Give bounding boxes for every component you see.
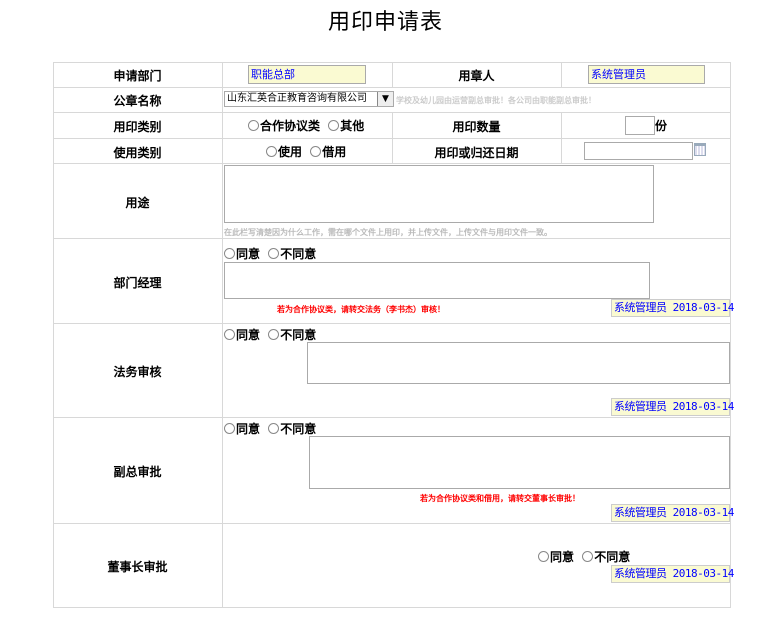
radio-icon	[582, 551, 594, 562]
legal-approve-radio[interactable]: 同意	[224, 328, 260, 342]
count-unit: 份	[655, 119, 668, 133]
radio-icon	[538, 551, 549, 562]
manager-signature: 系统管理员 2018-03-14	[611, 299, 734, 317]
dept-field[interactable]: 职能总部	[248, 65, 366, 84]
vp-comment-textarea[interactable]	[309, 436, 730, 489]
manager-hint: 若为合作协议类，请转交法务（李书杰）审核！	[277, 305, 445, 314]
radio-icon	[268, 423, 280, 434]
radio-icon	[266, 146, 277, 157]
date-label: 用印或归还日期	[434, 146, 519, 160]
vp-approve-radio[interactable]: 同意	[224, 422, 260, 436]
company-hint: 学校及幼儿园由运营副总审批！各公司由职能副总审批！	[396, 96, 596, 105]
seal-type-radio-contract[interactable]: 合作协议类	[248, 119, 320, 133]
seal-type-label: 用印类别	[113, 120, 162, 134]
legal-signature: 系统管理员 2018-03-14	[611, 398, 734, 416]
chairman-label: 董事长审批	[107, 560, 168, 574]
vp-hint: 若为合作协议类和借用，请转交董事长审批！	[420, 494, 580, 503]
chairman-signature: 系统管理员 2018-03-14	[611, 565, 734, 583]
radio-icon	[224, 248, 235, 259]
radio-icon	[268, 248, 280, 259]
use-type-radio-use[interactable]: 使用	[266, 145, 302, 159]
vp-reject-radio[interactable]: 不同意	[268, 422, 316, 436]
radio-icon	[224, 329, 235, 340]
purpose-textarea[interactable]	[224, 165, 654, 223]
vp-label: 副总审批	[113, 465, 162, 479]
radio-icon	[224, 423, 235, 434]
page-title: 用印申请表	[327, 10, 443, 35]
manager-approve-radio[interactable]: 同意	[224, 247, 260, 261]
legal-label: 法务审核	[113, 365, 162, 379]
dept-label: 申请部门	[113, 69, 162, 83]
chairman-approve-radio[interactable]: 同意	[538, 550, 574, 564]
chairman-reject-radio[interactable]: 不同意	[582, 550, 630, 564]
radio-icon	[310, 146, 322, 157]
manager-reject-radio[interactable]: 不同意	[268, 247, 316, 261]
company-select-value: 山东汇英合正教育咨询有限公司	[227, 93, 367, 104]
radio-icon	[248, 120, 259, 131]
legal-reject-radio[interactable]: 不同意	[268, 328, 316, 342]
radio-icon	[328, 120, 340, 131]
purpose-label: 用途	[125, 196, 150, 210]
seal-name-label: 公章名称	[113, 94, 162, 108]
vp-signature: 系统管理员 2018-03-14	[611, 504, 734, 522]
purpose-hint: 在此栏写清楚因为什么工作，需在哪个文件上用印，并上传文件，上传文件与用印文件一致…	[224, 228, 552, 237]
radio-icon	[268, 329, 280, 340]
use-type-radio-borrow[interactable]: 借用	[310, 145, 346, 159]
user-field[interactable]: 系统管理员	[588, 65, 705, 84]
seal-type-radio-other[interactable]: 其他	[328, 119, 364, 133]
seal-count-label: 用印数量	[452, 120, 501, 134]
chevron-down-icon: ▼	[377, 92, 393, 106]
manager-label: 部门经理	[113, 276, 162, 290]
seal-count-input[interactable]	[625, 116, 655, 135]
company-select[interactable]: 山东汇英合正教育咨询有限公司 ▼	[224, 91, 394, 107]
legal-comment-textarea[interactable]	[307, 342, 730, 384]
use-type-label: 使用类别	[113, 146, 162, 160]
user-label: 用章人	[458, 69, 495, 83]
manager-comment-textarea[interactable]	[224, 262, 650, 299]
date-input[interactable]	[584, 142, 693, 160]
calendar-icon[interactable]	[694, 143, 706, 156]
